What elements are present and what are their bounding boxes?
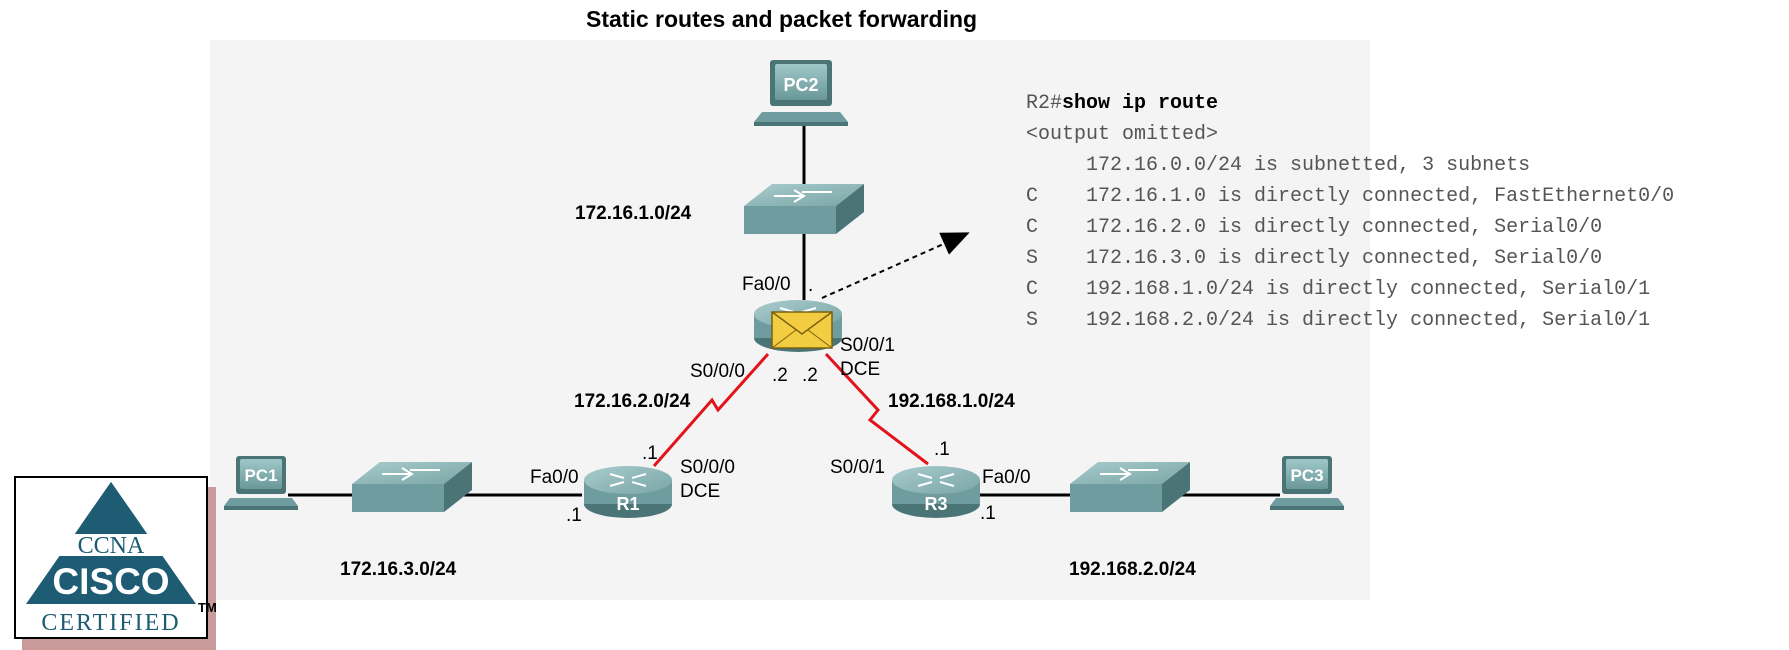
route-entry: C 172.16.2.0 is directly connected, Seri… [1026,216,1603,239]
r2-host-right-label: .2 [802,365,818,386]
output-line: 172.16.0.0/24 is subnetted, 3 subnets [1026,154,1531,177]
pc2-computer: PC2 [754,60,848,126]
r2-fa-host-label: . [808,275,814,296]
pc2-label: PC2 [783,75,818,95]
badge-trademark: TM [198,600,217,615]
badge-ccna-text: CCNA [78,533,145,559]
r2-fa-interface-label: Fa0/0 [742,274,791,295]
badge-frame: CCNA CISCO CERTIFIED [14,476,208,639]
output-line: <output omitted> [1026,123,1219,146]
packet-arrow [821,232,970,299]
r2-s001-interface-label: S0/0/1 [840,335,895,356]
route-entry: C 172.16.1.0 is directly connected, Fast… [1026,185,1675,208]
network-label-lan-r2: 172.16.1.0/24 [575,203,692,224]
r2-dce-label: DCE [840,359,881,380]
packet-envelope-icon [771,311,833,349]
serial-link-r1-r2 [652,353,770,467]
r1-fa-host-label: .1 [566,505,582,526]
pc1-label: PC1 [244,466,277,485]
router-r1: R1 [584,466,672,518]
r3-fa-interface-label: Fa0/0 [982,467,1031,488]
route-entry: S 192.168.2.0/24 is directly connected, … [1026,309,1651,332]
r1-s000-interface-label: S0/0/0 [680,457,735,478]
r3-serial-host-label: .1 [934,439,950,460]
r2-host-left-label: .2 [772,365,788,386]
command-line: R2#show ip route [1026,88,1674,119]
page-title: Static routes and packet forwarding [586,6,978,32]
r1-dce-label: DCE [680,481,721,502]
switch-lan-r2 [744,184,864,234]
route-entry: S 172.16.3.0 is directly connected, Seri… [1026,247,1603,270]
pc3-label: PC3 [1290,466,1323,485]
r3-label: R3 [924,494,947,514]
r2-s000-interface-label: S0/0/0 [690,361,745,382]
network-label-lan-r1: 172.16.3.0/24 [340,559,457,580]
badge-certified-text: CERTIFIED [41,610,180,636]
badge-cisco-text: CISCO [52,561,169,602]
show-ip-route-output: R2#show ip route <output omitted> 172.16… [1026,88,1674,336]
network-label-wan-r2-r3: 192.168.1.0/24 [888,391,1015,412]
r3-fa-host-label: .1 [980,503,996,524]
switch-lan-r3 [1070,462,1190,512]
r3-s001-interface-label: S0/0/1 [830,457,885,478]
switch-lan-r1 [352,462,472,512]
pc1-computer: PC1 [224,456,298,510]
r1-label: R1 [616,494,639,514]
pc3-computer: PC3 [1270,456,1344,510]
network-label-lan-r3: 192.168.2.0/24 [1069,559,1196,580]
r1-fa-interface-label: Fa0/0 [530,467,579,488]
router-r3: R3 [892,466,980,518]
command-text: show ip route [1062,92,1219,115]
ccna-certified-badge: CCNA CISCO CERTIFIED TM [14,476,217,650]
r1-serial-host-label: .1 [642,443,658,464]
command-prompt: R2# [1026,92,1063,115]
route-entry: C 192.168.1.0/24 is directly connected, … [1026,278,1651,301]
network-label-wan-r1-r2: 172.16.2.0/24 [574,391,691,412]
serial-link-r2-r3 [824,352,929,466]
links [288,122,1280,497]
cisco-triangle-logo: CCNA CISCO CERTIFIED [26,482,196,636]
